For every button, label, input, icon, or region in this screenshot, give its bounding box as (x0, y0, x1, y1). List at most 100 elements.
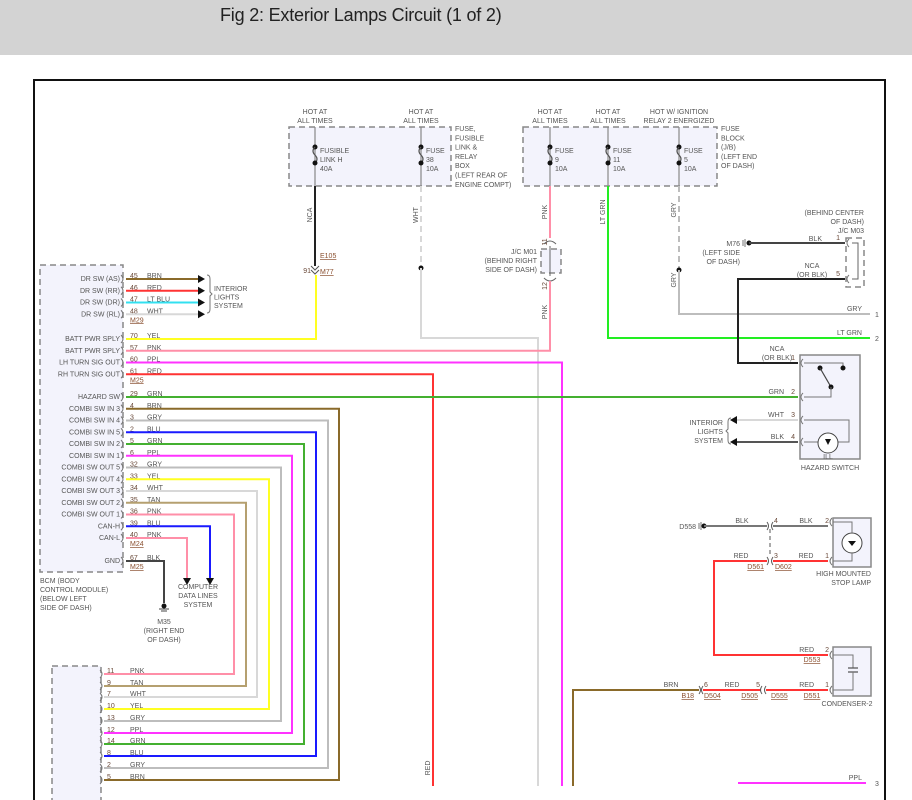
wire-label: PNK (147, 509, 162, 516)
inline-connector-icon (766, 521, 774, 566)
pin-number: 67 (130, 555, 138, 562)
connector-pin-icon (829, 517, 833, 527)
wire-grn (104, 443, 305, 745)
fuse-block-1-label: (LEFT REAR OF (455, 173, 507, 180)
connector-icon (310, 265, 320, 275)
connector-pin-icon (120, 346, 124, 356)
interior-lights-label: SYSTEM (694, 438, 723, 445)
connector-pin-icon (99, 763, 103, 773)
pin-number: 5 (130, 438, 134, 445)
wire-label: GRY (147, 462, 162, 469)
wire-label: PNK (147, 345, 162, 352)
inline-connector-icon (698, 685, 704, 695)
wire-label: YEL (147, 333, 160, 340)
fuse-block-1-label: RELAY (455, 154, 478, 161)
pin-number: 9 (107, 680, 111, 687)
connector-pin-icon (120, 439, 124, 449)
fuse-name: 10A (426, 166, 439, 173)
fuse-terminal (312, 160, 318, 166)
wire-label: BLU (147, 426, 161, 433)
connector-id: D561 (747, 564, 764, 571)
connector-pin-icon (800, 415, 804, 425)
pin-number: 12 (542, 282, 549, 290)
wire-label: WHT (147, 308, 164, 315)
connector-pin-icon (120, 521, 124, 531)
wire-label: LT GRN (600, 199, 607, 224)
pin-number: 57 (130, 345, 138, 352)
wire-label: BLK (809, 236, 823, 243)
wire-label: TAN (147, 497, 160, 504)
pin-number: 3 (774, 553, 778, 560)
wire-red (713, 560, 828, 656)
arrow-right-icon (198, 286, 205, 295)
connector-pin-icon (120, 298, 124, 307)
wire-brn (104, 407, 340, 781)
supply-label: ALL TIMES (403, 118, 439, 125)
wire-label: PNK (130, 668, 145, 675)
wire-label: GRN (147, 438, 163, 445)
pin-number: 5 (756, 682, 760, 689)
stop-lamp-name: HIGH MOUNTED (816, 571, 871, 578)
connector-id: M25 (130, 564, 144, 571)
ground-label: (RIGHT END (144, 628, 185, 635)
fuse-terminal (547, 160, 553, 166)
bcm-pin-name: LH TURN SIG OUT (59, 360, 121, 367)
wire-blu (104, 431, 317, 757)
ground-icon (742, 239, 746, 247)
m76-location: OF DASH) (707, 259, 740, 266)
connector-pin-icon (120, 392, 124, 402)
pin-number: 60 (130, 357, 138, 364)
fuse-icon (547, 146, 553, 164)
connector-pin-icon (120, 533, 124, 543)
fuse-name: 38 (426, 157, 434, 164)
connector-id: D504 (704, 693, 721, 700)
wire-label: PNK (542, 204, 549, 219)
connector-pin-icon (99, 704, 103, 714)
arrow-right-icon (198, 310, 205, 319)
fuse-block-2-label: (J/B) (721, 145, 736, 152)
wire-ppl (104, 454, 293, 734)
lamp-lead (833, 553, 853, 562)
connector-pin-icon (99, 751, 103, 761)
connector-pin-icon (120, 358, 124, 367)
brace-icon (725, 417, 732, 445)
fuse-name: FUSE (555, 148, 574, 155)
wire-label: RED (799, 553, 814, 560)
wire-label: PPL (130, 727, 143, 734)
pin-number: 2 (791, 389, 795, 396)
off-page-ref: 2 (875, 336, 879, 343)
pin-number: 4 (774, 518, 778, 525)
brace-icon (206, 274, 213, 314)
pin-number: 2 (130, 426, 134, 433)
computer-data-lines-label: COMPUTER (178, 584, 218, 591)
condenser-lead (833, 672, 854, 691)
bcm-label: SIDE OF DASH) (40, 605, 92, 612)
fuse-name: 10A (684, 166, 697, 173)
jc-m01-box (540, 248, 562, 274)
pin-number: 6 (130, 450, 134, 457)
wire-label: RED (799, 682, 814, 689)
fuse-icon (676, 146, 682, 164)
fuse-name: 10A (555, 166, 568, 173)
pin-number: 70 (130, 333, 138, 340)
supply-label: RELAY 2 ENERGIZED (644, 118, 715, 125)
connector-id: D555 (771, 693, 788, 700)
bcm-pin-name: COMBI SW IN 3 (69, 406, 120, 413)
connector-pin-icon (846, 238, 850, 248)
bcm-pin-name: DR SW (DR) (80, 300, 120, 307)
wire-label: RED (147, 285, 162, 292)
connector-id: D602 (775, 564, 792, 571)
wire-label: PNK (147, 532, 162, 539)
fuse-terminal (418, 160, 424, 166)
wire-label: BLK (799, 518, 813, 525)
wire-label: NCA (307, 207, 314, 222)
ill-label: ILL (823, 454, 833, 461)
connector-pin-icon (120, 416, 124, 425)
fuse-block-1-label: FUSIBLE (455, 135, 485, 142)
ground-symbol-icon (159, 608, 169, 612)
fuse-icon (418, 146, 424, 164)
wire-label: PPL (147, 357, 160, 364)
fuse-block-2-label: FUSE (721, 126, 740, 133)
m76-location: (LEFT SIDE (702, 250, 740, 257)
ground-icon (161, 603, 167, 609)
